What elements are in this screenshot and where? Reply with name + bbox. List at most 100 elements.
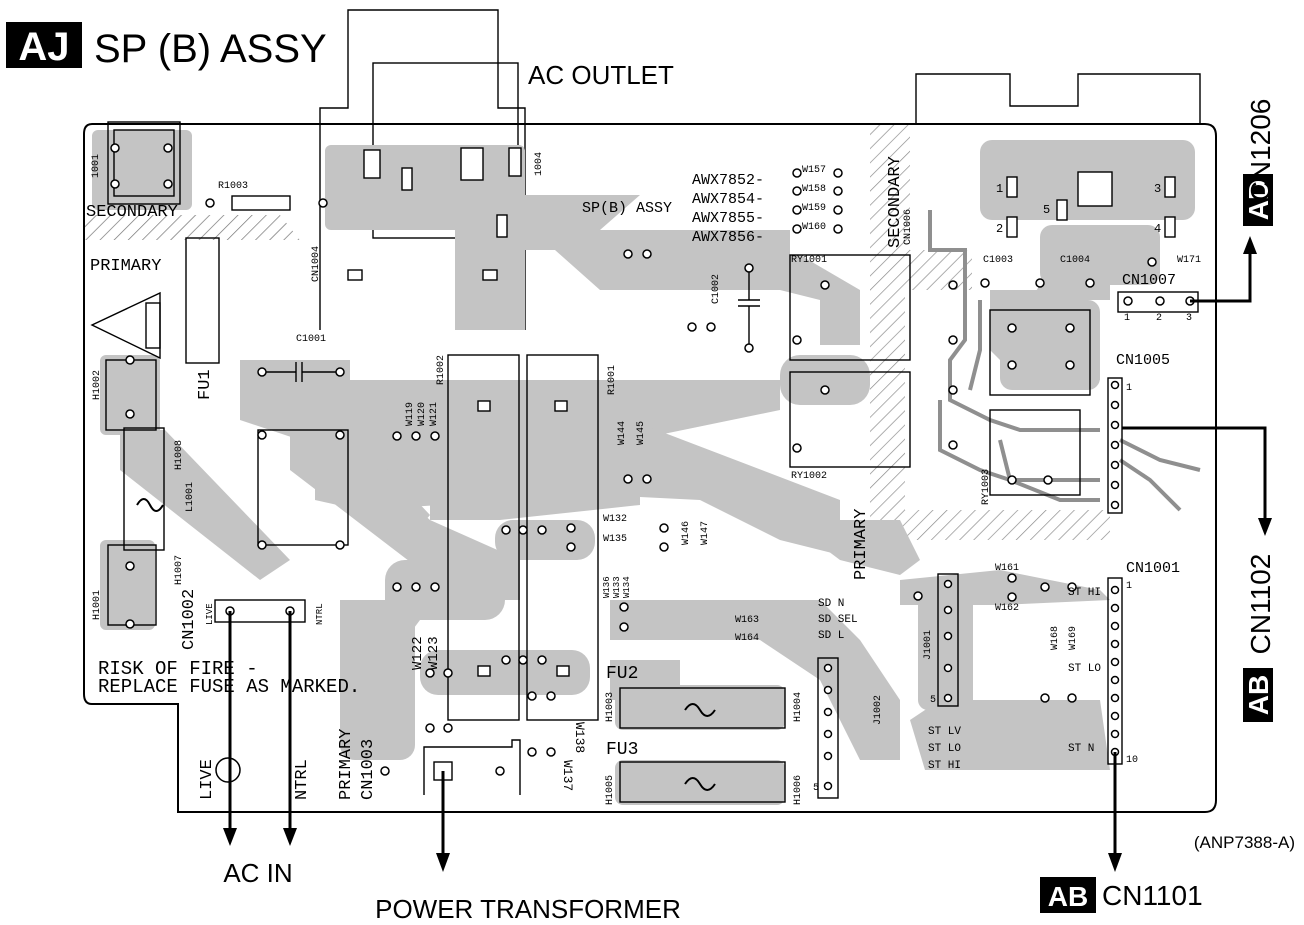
awx-part-list: AWX7852- AWX7854- AWX7855- AWX7856- W157… [692,165,826,246]
w138-label: W138 [572,722,587,753]
ab-badge-middle [1243,668,1273,722]
st-hi-label: ST HI [1068,587,1101,599]
cn1007-pin-2: 2 [1156,313,1162,324]
ac-in-label: AC IN [223,858,292,888]
w163-label: W163 [735,615,759,626]
pin-numbers: 1 2 3 4 5 1 2 3 1 10 1 5 5 [813,182,1192,794]
primary-mid-label: PRIMARY [852,509,871,580]
ab-badge-bottom [1040,877,1096,913]
cn1001-pin-10: 10 [1126,755,1138,766]
h1006-label: H1006 [793,775,804,805]
cn1005-label: CN1005 [1116,352,1170,369]
ac-outlet-label: AC OUTLET [528,60,674,90]
cn1001-pin-1: 1 [1126,581,1132,592]
ry1001-label: RY1001 [791,255,827,266]
h1002-label: H1002 [92,370,103,400]
c1004-label: C1004 [1060,255,1090,266]
title-badge-text: AJ [18,25,69,69]
ntrl-small-label: NTRL [315,603,325,625]
w145-label: W145 [636,421,647,445]
board-outline [83,123,1217,813]
w162-label: W162 [995,603,1019,614]
ab-badge-middle-text: AB [1243,675,1274,715]
h1004-label: H1004 [793,692,804,722]
hatch-top-left [84,215,300,240]
warning-line-2: REPLACE FUSE AS MARKED. [98,676,360,698]
w169-label: W169 [1068,626,1079,650]
cn1001-label: CN1001 [1126,560,1180,577]
awx-wire: W157 [802,165,826,176]
fu3-label: FU3 [606,740,638,760]
st-hi-2-label: ST HI [928,760,961,772]
cn1005-pin-1: 1 [1126,383,1132,394]
awx-part: AWX7855- [692,210,764,227]
h1008-label: H1008 [174,440,185,470]
w137-label: W137 [560,760,575,791]
warning-line-1: RISK OF FIRE - [98,658,258,680]
sd-n-label: SD N [818,598,844,610]
secondary-left-label: SECONDARY [86,203,178,222]
rect-pads [347,147,1176,781]
w120-label: W120 [417,402,428,426]
part-number-label: (ANP7388-A) [1194,833,1295,852]
pin-1: 1 [996,182,1003,196]
w136-label: W136 [602,576,612,598]
cn1004-label: CN1004 [311,246,322,282]
live-label: LIVE [198,759,217,800]
pads [110,143,1195,791]
h1003-label: H1003 [605,692,616,722]
cn1007-pin-1: 1 [1124,313,1130,324]
r1003-label: R1003 [218,181,248,192]
w168-label: W168 [1050,626,1061,650]
hatch-right [870,124,1110,540]
cn1206-bracket-outline [915,73,1201,124]
c1003-label: C1003 [983,255,1013,266]
pin-5: 5 [1043,203,1050,217]
cn1007-pin-3: 3 [1186,313,1192,324]
live-small-label: LIVE [205,603,215,625]
w171-label: W171 [1177,255,1201,266]
r1001-label: R1001 [607,365,618,395]
st-n-label: ST N [1068,743,1094,755]
l1001-inductor-symbol [136,498,164,512]
components [90,121,1199,803]
cn1102-label: CN1102 [1245,554,1276,655]
awx-wire: W158 [802,184,826,195]
st-lo-2-label: ST LO [928,743,961,755]
primary-bottom-label: PRIMARY [337,729,356,800]
w121-label: W121 [429,402,440,426]
h1001-label: H1001 [92,590,103,620]
j1001-label: J1001 [923,630,934,660]
awx-wire: W159 [802,203,826,214]
sd-sel-label: SD SEL [818,614,858,626]
power-transformer-label: POWER TRANSFORMER [375,894,681,924]
h1004-pin-5: 5 [813,783,819,794]
signal-labels: SD N SD SEL SD L ST HI ST LO ST N ST LV … [818,587,1101,772]
w119-label: W119 [405,402,416,426]
secondary-right-label: SECONDARY [886,156,905,248]
w133-label: W133 [612,576,622,598]
cn1002-label: CN1002 [180,589,199,650]
ry1002-label: RY1002 [791,471,827,482]
w134-label: W134 [622,576,632,598]
awx-part: AWX7856- [692,229,764,246]
ad-badge [1243,174,1273,226]
fu1-label: FU1 [196,369,215,400]
pin-2: 2 [996,222,1003,236]
cn1206-label: CN1206 [1245,99,1276,202]
h1007-label: H1007 [174,555,185,585]
pin-3: 3 [1154,182,1161,196]
w123-label: W123 [426,636,442,670]
title-badge [6,22,82,68]
w135-label: W135 [603,534,627,545]
pin-4: 4 [1154,222,1161,236]
sd-l-label: SD L [818,630,844,642]
awx-part: AWX7852- [692,172,764,189]
cn1006-label: CN1006 [903,209,914,245]
fu3-fuse-symbol [684,777,716,791]
cn1007-label: CN1007 [1122,272,1176,289]
w164-label: W164 [735,633,759,644]
r1002-label: R1002 [436,355,447,385]
fu2-fuse-symbol [684,703,716,717]
w161-label: W161 [995,563,1019,574]
